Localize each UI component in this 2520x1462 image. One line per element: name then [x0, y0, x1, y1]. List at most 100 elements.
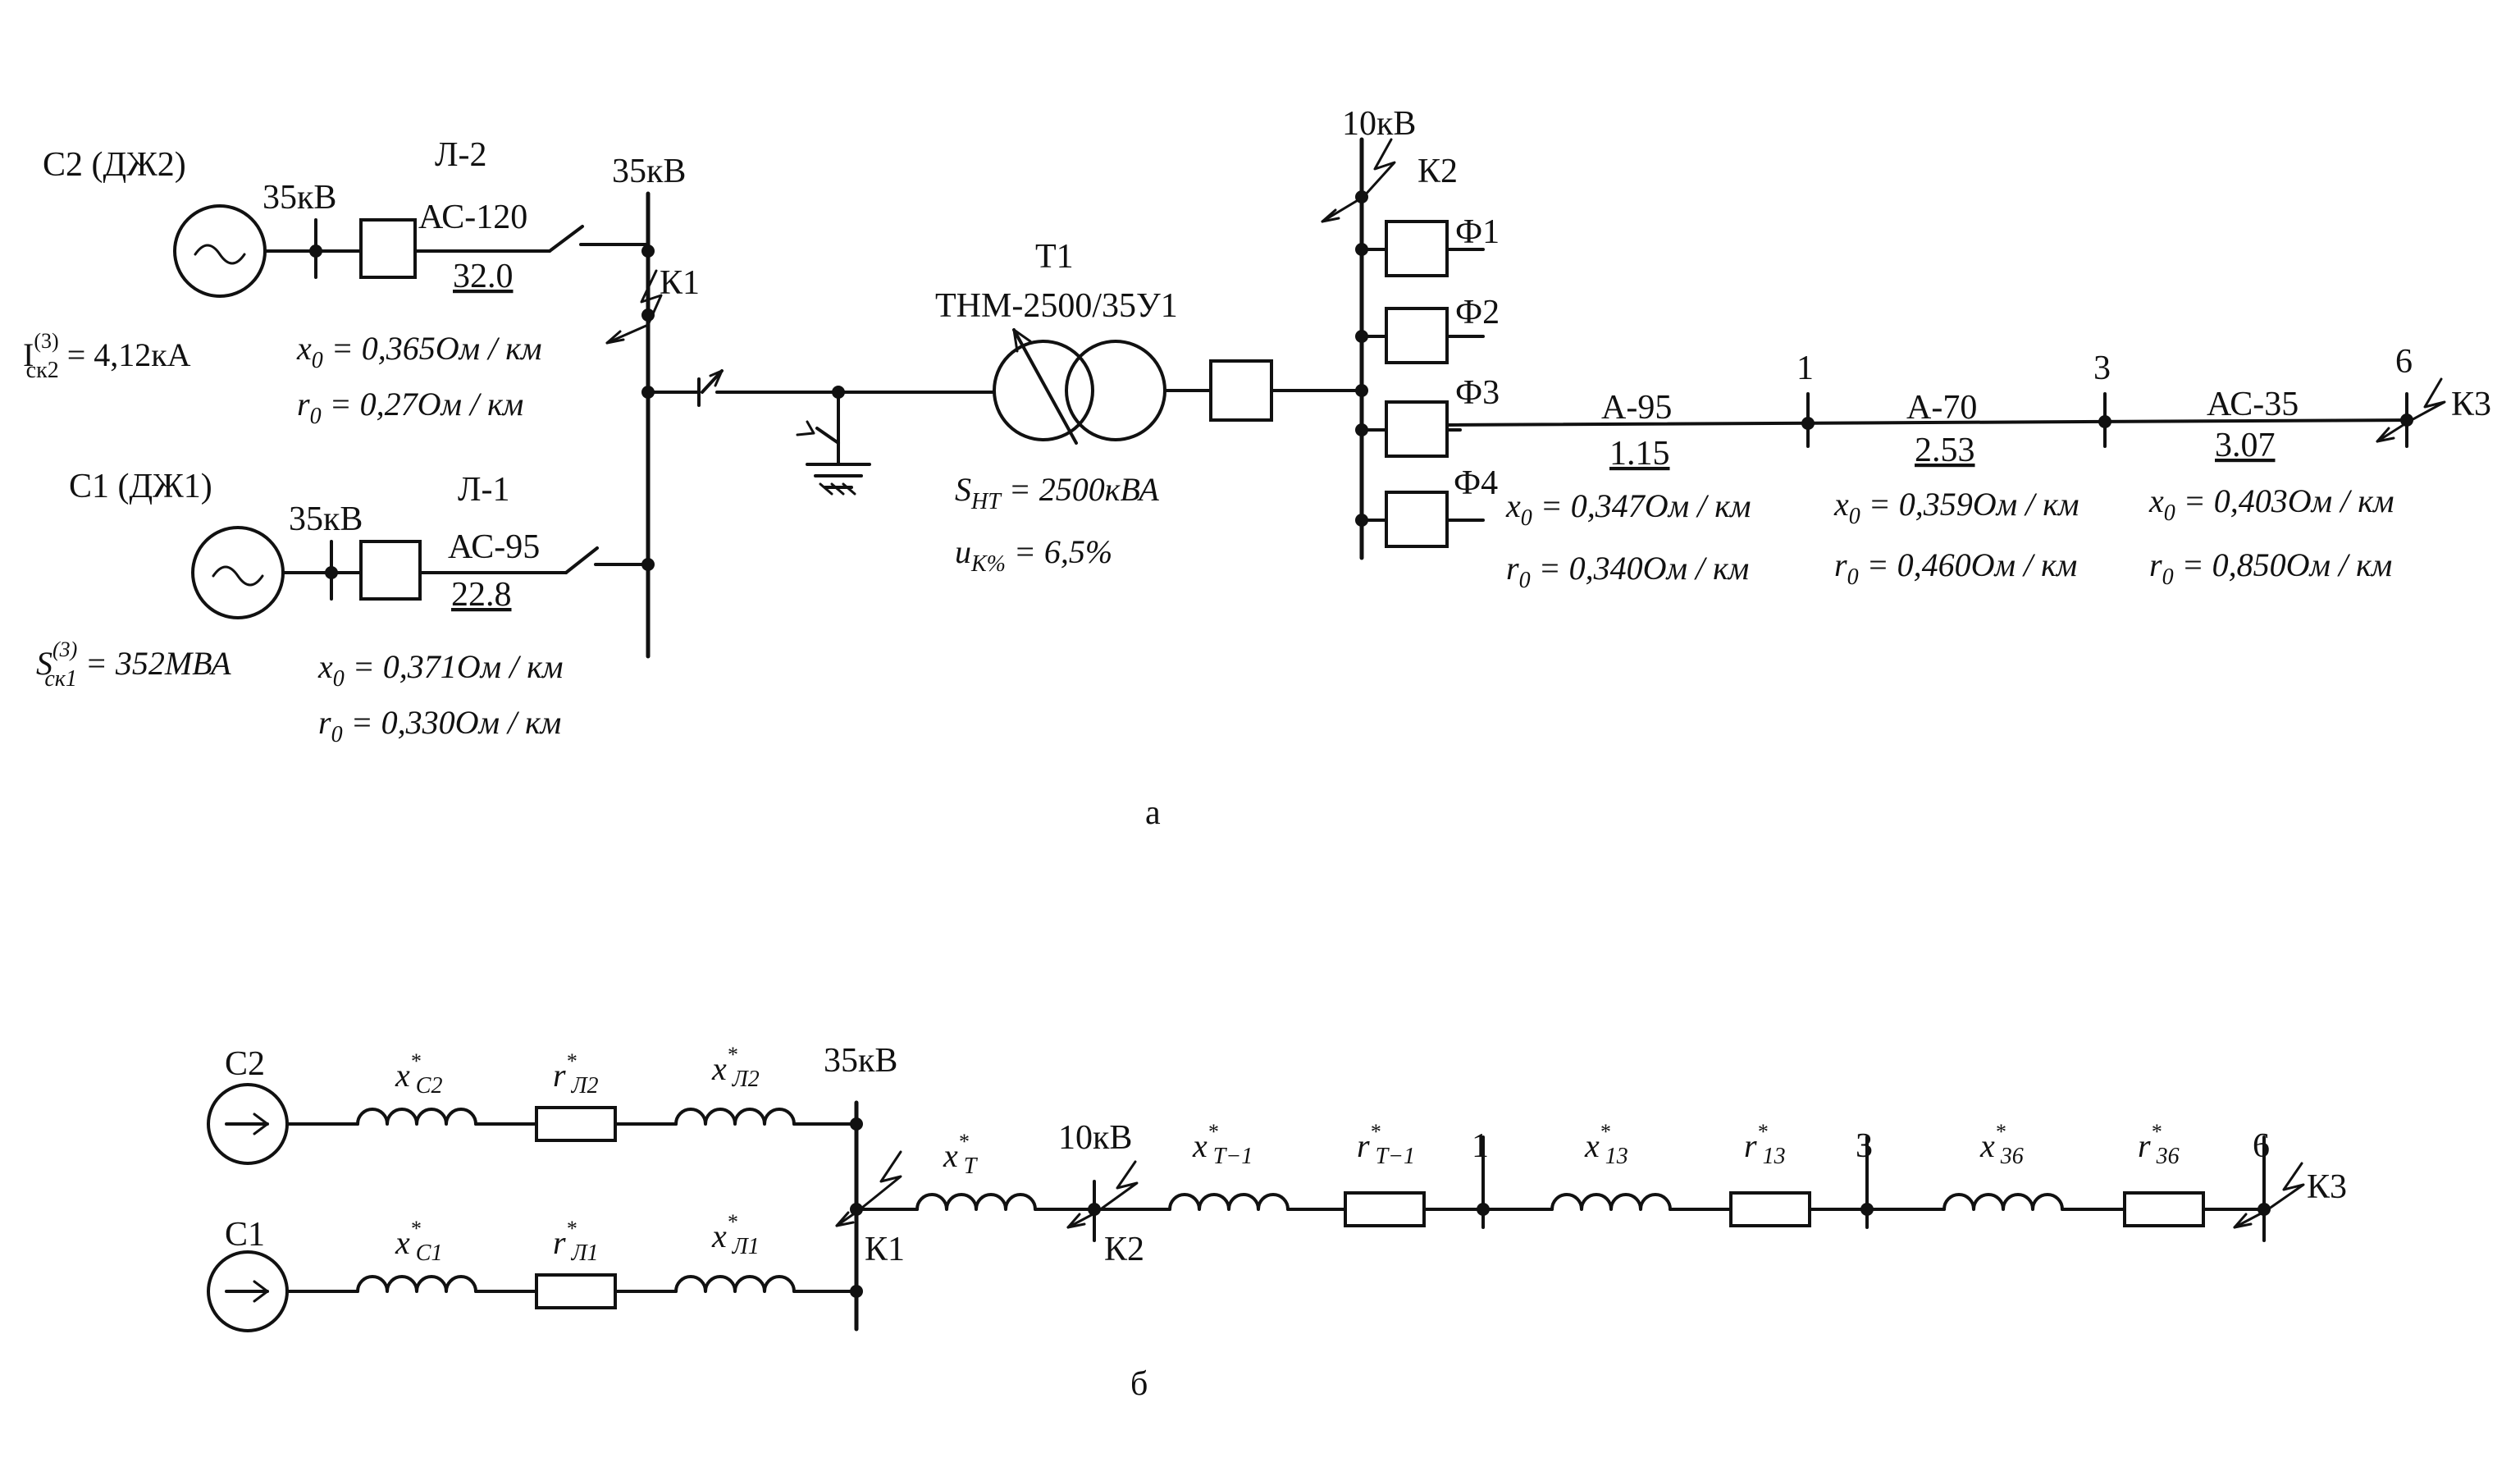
segment-1-x0-formula: x0= 0,347Ом / км	[1505, 487, 1751, 531]
inductor-xc1	[356, 1275, 477, 1293]
inductor-xc2	[356, 1108, 477, 1126]
l1-length: 22.8	[451, 576, 512, 614]
transformer-winding-lv	[1065, 340, 1166, 441]
breaker-10kv	[1209, 359, 1273, 422]
label-rl1: r*Л1	[553, 1217, 599, 1266]
svg-text:x0= 0,347Ом / км: x0= 0,347Ом / км	[1505, 487, 1751, 531]
resistor-rl2	[535, 1106, 617, 1142]
segment-1-wire: А-95	[1601, 389, 1672, 427]
transformer-s-formula: SНТ= 2500кВА	[955, 471, 1159, 514]
l2-length: 32.0	[453, 258, 514, 295]
ac-wave-icon	[212, 565, 264, 587]
node-1-label: 1	[1796, 350, 1814, 387]
transformer-winding-hv	[993, 340, 1094, 441]
c2-current-formula: I(3)ск2= 4,12кА	[23, 329, 191, 383]
segment-1-length: 1.15	[1609, 435, 1670, 473]
resistor-r13	[1729, 1191, 1811, 1227]
feeder-f3-label: Ф3	[1455, 374, 1500, 412]
inductor-xl1	[674, 1275, 796, 1293]
label-x13: x*13	[1584, 1120, 1628, 1169]
label-r13: r*13	[1744, 1120, 1786, 1169]
svg-text:r0= 0,460Ом / км: r0= 0,460Ом / км	[1834, 546, 2077, 590]
node-1-equiv-label: 1	[1472, 1127, 1489, 1165]
feeder-f4-label: Ф4	[1454, 464, 1498, 502]
feeder-f3-line: 1 3 6 К3 А-95 1.15 А-70 2.53 АС-35 3.07 …	[1445, 343, 2491, 593]
label-xt: x*Т	[943, 1130, 979, 1179]
transformer-t1: Т1 ТНМ-2500/35У1 SНТ= 2500кВА uК%= 6,5%	[935, 238, 1363, 577]
c1-power-formula: S(3)ск1= 352МВА	[36, 637, 231, 692]
breaker-c2	[359, 218, 417, 279]
label-xl2: x*Л2	[711, 1043, 760, 1092]
generator-c2-symbol	[173, 204, 267, 298]
svg-text:x0= 0,365Ом / км: x0= 0,365Ом / км	[296, 330, 542, 373]
segment-2-x0-formula: x0= 0,359Ом / км	[1833, 486, 2079, 529]
bus-10kv-equiv-label: 10кВ	[1058, 1119, 1132, 1157]
svg-text:r0= 0,330Ом / км: r0= 0,330Ом / км	[318, 704, 561, 747]
bus-10kv-label: 10кВ	[1342, 105, 1416, 143]
equivalent-bus-35kv: 35кВ К1	[824, 1042, 905, 1332]
disconnector-icon	[701, 369, 724, 394]
node-6-label: 6	[2395, 343, 2413, 381]
source-c2-branch: С2 (ДЖ2) 35кВ Л-2 АС-120 32.0 I(3)ск2= 4…	[23, 136, 650, 429]
equivalent-c1-branch: С1	[207, 1216, 858, 1332]
svg-text:r0= 0,340Ом / км: r0= 0,340Ом / км	[1506, 550, 1749, 593]
l1-r0-formula: r0= 0,330Ом / км	[318, 704, 561, 747]
inductor-xl2	[674, 1108, 796, 1126]
l1-x0-formula: x0= 0,371Ом / км	[317, 648, 564, 692]
segment-2-wire: А-70	[1906, 389, 1977, 427]
c2-equiv-label: С2	[225, 1045, 265, 1083]
bus-35kv: 35кВ К1	[605, 153, 700, 659]
l1-name: Л-1	[458, 471, 509, 509]
feeder-f1: Ф1	[1360, 213, 1500, 277]
svg-text:x0= 0,359Ом / км: x0= 0,359Ом / км	[1833, 486, 2079, 529]
svg-text:r0= 0,850Ом / км: r0= 0,850Ом / км	[2149, 546, 2392, 590]
diagram-a-caption: а	[1145, 794, 1161, 832]
ac-wave-icon	[194, 244, 246, 265]
svg-text:x0= 0,371Ом / км: x0= 0,371Ом / км	[317, 648, 564, 692]
node-6-equiv-label: 6	[2253, 1127, 2270, 1165]
svg-text:S(3)ск1= 352МВА: S(3)ск1= 352МВА	[36, 637, 231, 692]
label-xt1: x*Т−1	[1192, 1120, 1253, 1169]
label-xl1: x*Л1	[711, 1210, 760, 1259]
l2-name: Л-2	[435, 136, 486, 174]
resistor-rl1	[535, 1273, 617, 1309]
fault-k1-equiv-icon	[835, 1150, 902, 1227]
bus-35kv-equiv-label: 35кВ	[824, 1042, 897, 1080]
feeder-f4: Ф4	[1360, 464, 1498, 548]
segment-2-length: 2.53	[1915, 432, 1975, 469]
equivalent-main-chain: 10кВ К2 1 3 6	[855, 1119, 2347, 1268]
fault-k2-equiv-icon	[1066, 1160, 1139, 1229]
fault-k1-label: К1	[660, 264, 700, 302]
fault-k3-equiv-label: К3	[2307, 1168, 2347, 1206]
diagram-a: С2 (ДЖ2) 35кВ Л-2 АС-120 32.0 I(3)ск2= 4…	[23, 105, 2491, 832]
diagram-b: С2 С1 35к	[207, 1042, 2347, 1403]
segment-3-r0-formula: r0= 0,850Ом / км	[2149, 546, 2392, 590]
transformer-model: ТНМ-2500/35У1	[935, 287, 1178, 325]
equivalent-labels: x*С2 r*Л2 x*Л2 x*С1 r*Л1 x*Л1 x*Т x*Т−1 …	[395, 1043, 2180, 1266]
label-rt1: r*Т−1	[1357, 1120, 1415, 1169]
inductor-xt	[915, 1193, 1037, 1211]
label-rl2: r*Л2	[553, 1049, 599, 1099]
segment-3-wire: АС-35	[2207, 386, 2299, 423]
fault-k2-icon	[1321, 138, 1396, 223]
feeder-f2: Ф2	[1360, 294, 1500, 364]
inductor-x13	[1550, 1193, 1672, 1211]
fault-k2-label: К2	[1418, 153, 1458, 190]
l2-wire: АС-120	[418, 199, 527, 236]
fault-k3-label: К3	[2451, 386, 2491, 423]
breaker-c1	[359, 540, 422, 601]
segment-1-r0-formula: r0= 0,340Ом / км	[1506, 550, 1749, 593]
svg-text:r0= 0,27Ом / км: r0= 0,27Ом / км	[297, 386, 523, 429]
fault-k3-equiv-icon	[2233, 1162, 2305, 1229]
source-c1-branch: С1 (ДЖ1) 35кВ Л-1 АС-95 22.8 S(3)ск1= 35…	[36, 468, 650, 747]
svg-text:uК%= 6,5%: uК%= 6,5%	[955, 533, 1112, 577]
resistor-rt1	[1344, 1191, 1426, 1227]
l1-wire: АС-95	[448, 528, 540, 566]
disconnector-l1	[564, 546, 599, 574]
inductor-xt1	[1168, 1193, 1290, 1211]
c2-label: С2 (ДЖ2)	[43, 146, 186, 184]
label-r36: r*36	[2138, 1120, 2180, 1169]
inductor-x36	[1942, 1193, 2064, 1211]
c2-voltage-label: 35кВ	[262, 179, 336, 217]
feeder-f1-label: Ф1	[1455, 213, 1500, 251]
